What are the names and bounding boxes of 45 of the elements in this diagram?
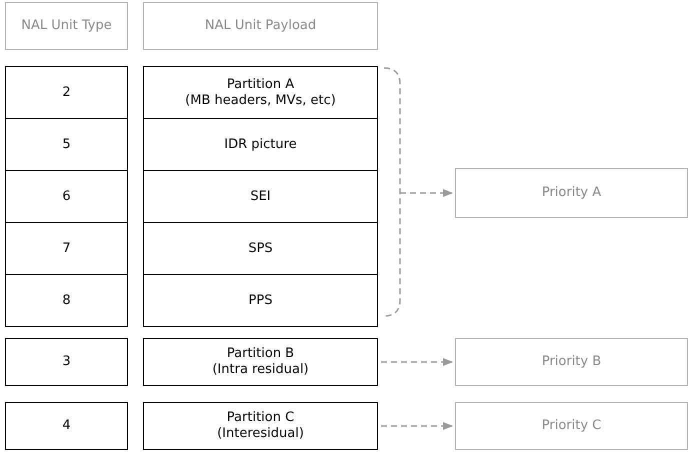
type-cell: [5, 170, 128, 223]
priority-box: [455, 402, 688, 450]
type-cell: [5, 118, 128, 171]
type-cell: [5, 222, 128, 275]
payload-cell: [143, 402, 378, 450]
dashed-arrow: [381, 358, 453, 366]
cell-text: (Interesidual): [217, 426, 304, 442]
type-cell: [5, 66, 128, 119]
cell-text: SPS: [248, 240, 273, 256]
cell-text: Partition B: [226, 346, 294, 362]
cell-text: IDR picture: [224, 136, 297, 152]
cell-text: Priority A: [542, 185, 602, 201]
payload-cell: [143, 274, 378, 327]
cell-text: 7: [62, 240, 71, 256]
cell-text: PPS: [248, 292, 272, 308]
payload-cell: [143, 170, 378, 223]
bracket: [384, 67, 401, 317]
dashed-arrow: [400, 189, 453, 197]
cell-text: 4: [62, 418, 71, 434]
payload-cell: [143, 338, 378, 386]
cell-text: Partition C: [226, 410, 294, 426]
payload-cell: [143, 66, 378, 119]
type-cell: [5, 402, 128, 450]
type-cell: [5, 338, 128, 386]
cell-text: (Intra residual): [212, 362, 309, 378]
cell-text: 3: [62, 354, 71, 370]
cell-text: SEI: [250, 188, 271, 204]
cell-text: NAL Unit Payload: [204, 18, 316, 34]
cell-text: (MB headers, MVs, etc): [185, 92, 336, 108]
cell-text: 2: [62, 84, 71, 100]
header-cell: [5, 2, 128, 50]
cell-text: 5: [62, 136, 71, 152]
priority-box: [455, 338, 688, 386]
payload-cell: [143, 222, 378, 275]
header-cell: [143, 2, 378, 50]
type-cell: [5, 274, 128, 327]
payload-cell: [143, 118, 378, 171]
priority-box: [455, 168, 688, 218]
cell-text: 8: [62, 292, 71, 308]
cell-text: Priority C: [542, 418, 602, 434]
cell-text: Priority B: [542, 354, 602, 370]
dashed-arrow: [381, 422, 453, 430]
cell-text: NAL Unit Type: [21, 18, 112, 34]
cell-text: 6: [62, 188, 71, 204]
cell-text: Partition A: [226, 76, 294, 92]
